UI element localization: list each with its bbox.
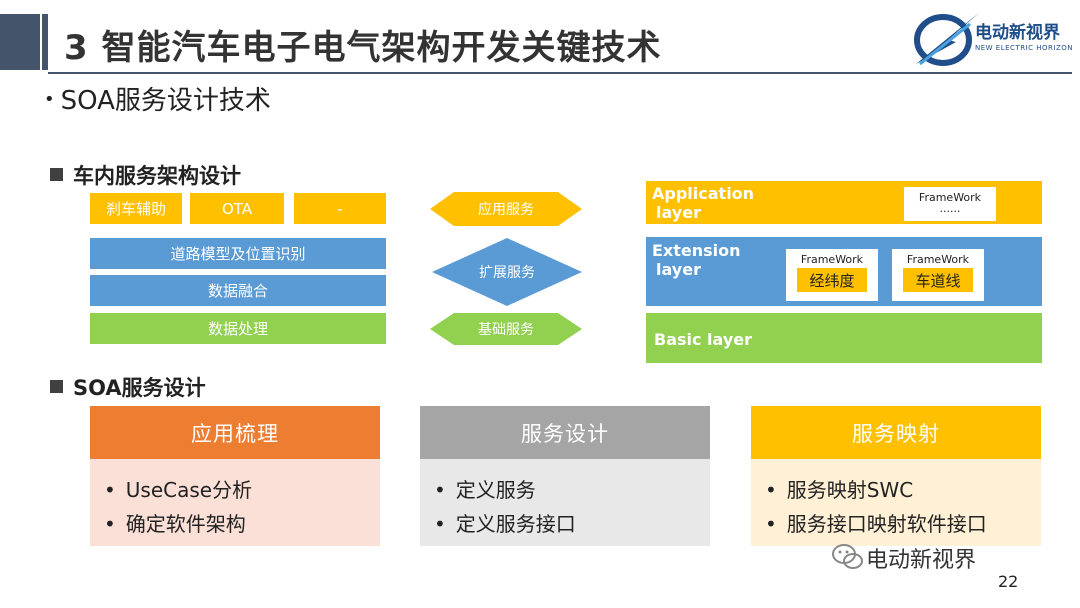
section-square-icon [50, 380, 63, 393]
ext-service-label: 扩展服务 [479, 265, 535, 281]
card-service-mapping: 服务映射 服务映射SWC 服务接口映射软件接口 [751, 406, 1041, 546]
watermark-text: 电动新视界 [866, 548, 977, 573]
card-item: 定义服务 [420, 473, 710, 507]
basic-service-label: 基础服务 [478, 322, 534, 338]
card-item: 确定软件架构 [90, 507, 380, 541]
card-title: 服务映射 [751, 406, 1041, 459]
app-service-label: 应用服务 [478, 202, 534, 218]
framework-value-lane: 车道线 [903, 268, 973, 292]
application-layer-title-line1: Application [652, 184, 755, 203]
app-box-brake-assist: 刹车辅助 [90, 193, 182, 224]
card-item: 定义服务接口 [420, 507, 710, 541]
page-number: 22 [998, 572, 1019, 591]
application-layer-title-line2: layer [656, 203, 701, 222]
header-divider [48, 72, 1072, 74]
basic-box-data-processing: 数据处理 [90, 313, 386, 344]
section-heading-text: SOA服务设计 [73, 376, 206, 400]
basic-layer [646, 313, 1042, 363]
card-body: UseCase分析 确定软件架构 [90, 459, 380, 546]
extension-layer-title: Extension layer [652, 241, 741, 279]
basic-service-diamond [430, 313, 582, 345]
card-body: 定义服务 定义服务接口 [420, 459, 710, 546]
app-box-ota: OTA [190, 193, 284, 224]
brand-name: 电动新视界 [975, 23, 1060, 43]
header-accent-bar-thin [42, 14, 48, 70]
header-accent-bar [0, 14, 40, 70]
card-body: 服务映射SWC 服务接口映射软件接口 [751, 459, 1041, 546]
card-title: 应用梳理 [90, 406, 380, 459]
card-item: UseCase分析 [90, 473, 380, 507]
card-app-analysis: 应用梳理 UseCase分析 确定软件架构 [90, 406, 380, 546]
framework-sub: ...... [939, 202, 961, 215]
card-item: 服务接口映射软件接口 [751, 507, 1041, 541]
subtitle: •SOA服务设计技术 [44, 80, 271, 117]
ext-box-data-fusion: 数据融合 [90, 275, 386, 306]
framework-title: FrameWork [906, 253, 970, 266]
slide-title: 3 智能汽车电子电气架构开发关键技术 [64, 28, 662, 68]
card-item: 服务映射SWC [751, 473, 1041, 507]
app-service-diamond [430, 192, 582, 226]
section-heading-architecture: 车内服务架构设计 [50, 160, 241, 190]
app-box-other: - [294, 193, 386, 224]
extension-layer-title-line2: layer [656, 260, 701, 279]
ext-service-diamond [432, 238, 582, 306]
section-square-icon [50, 168, 63, 181]
section-heading-text: 车内服务架构设计 [73, 164, 241, 188]
wechat-icon [832, 544, 863, 569]
card-service-design: 服务设计 定义服务 定义服务接口 [420, 406, 710, 546]
ext-box-road-model: 道路模型及位置识别 [90, 238, 386, 269]
section-heading-soa: SOA服务设计 [50, 372, 206, 402]
framework-title: FrameWork [918, 191, 982, 204]
framework-value-latlon: 经纬度 [797, 268, 867, 292]
extension-layer-title-line1: Extension [652, 241, 741, 260]
card-title: 服务设计 [420, 406, 710, 459]
brand-logo-icon [914, 12, 980, 66]
application-framework: FrameWork ...... [904, 187, 996, 221]
basic-layer-title: Basic layer [654, 330, 753, 349]
application-layer-title: Application layer [652, 184, 754, 222]
subtitle-text: SOA服务设计技术 [60, 86, 271, 116]
framework-title: FrameWork [800, 253, 864, 266]
subtitle-bullet: • [44, 89, 55, 110]
brand-name-en: NEW ELECTRIC HORIZON [975, 44, 1073, 52]
